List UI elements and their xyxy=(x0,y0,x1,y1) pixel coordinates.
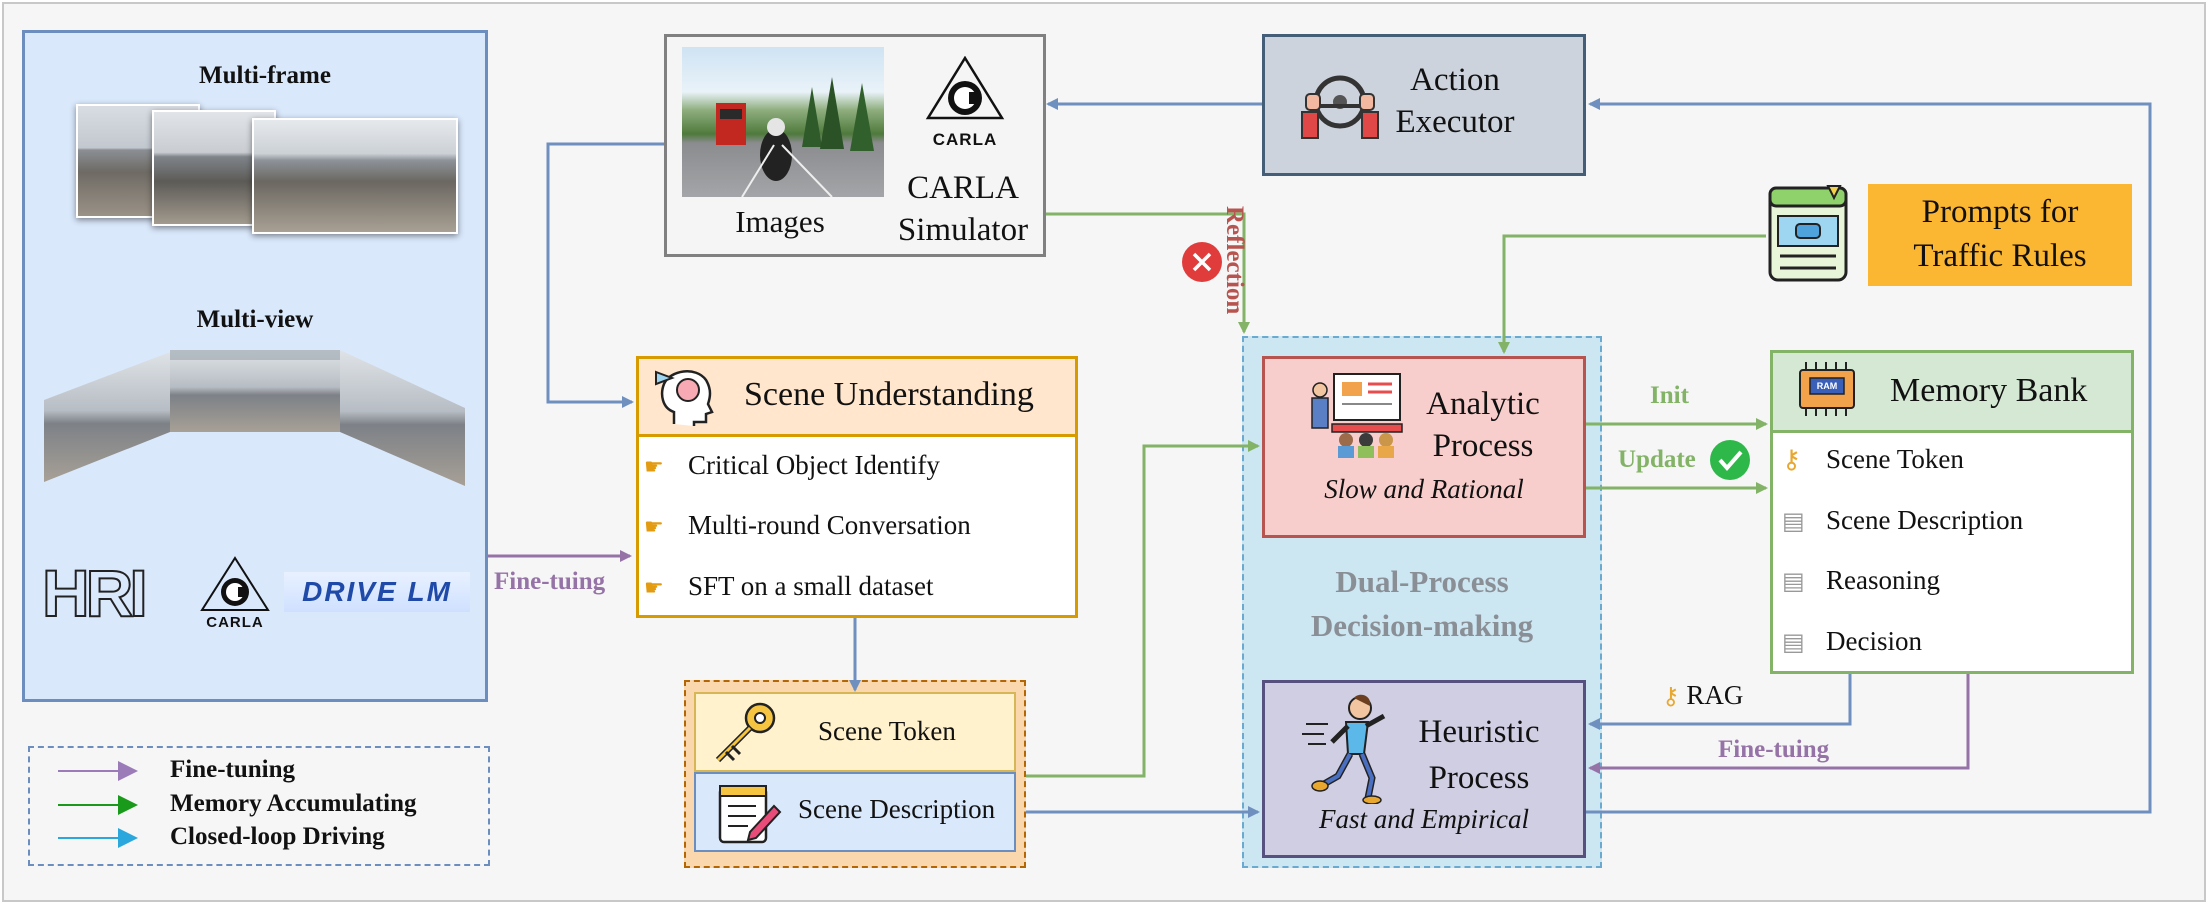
scene-item-label: Critical Object Identify xyxy=(688,450,940,480)
simulator-name-line1: CARLA xyxy=(907,170,1019,206)
key-icon: ⚷ xyxy=(1782,445,1802,475)
update-label: Update xyxy=(1618,446,1696,473)
multiview-label: Multi-view xyxy=(196,306,314,333)
multiframe-label: Multi-frame xyxy=(199,62,331,89)
reflection-label: Reflection xyxy=(1221,206,1248,315)
memory-item-decision: ▤ Decision xyxy=(1782,626,1922,657)
heuristic-subtitle: Fast and Empirical xyxy=(1319,804,1529,834)
svg-text:HRI: HRI xyxy=(42,560,144,624)
action-executor-line1: Action xyxy=(1410,62,1500,98)
scene-token-label: Scene Token xyxy=(818,716,956,746)
carla-logo-text: CARLA xyxy=(932,130,998,149)
key-icon: ⚷ xyxy=(1662,682,1680,710)
carla-logo-text-small: CARLA xyxy=(206,614,264,631)
simulator-images-label: Images xyxy=(735,204,825,239)
memory-bank-title: Memory Bank xyxy=(1890,372,2088,409)
legend-label-finetuning: Fine-tuning xyxy=(170,756,296,783)
simulator-image xyxy=(682,47,884,197)
heuristic-line2: Process xyxy=(1428,760,1530,796)
drivelm-logo: DRIVE LM xyxy=(284,572,470,612)
heuristic-process-box xyxy=(1262,680,1586,858)
carla-logo xyxy=(924,55,1006,134)
rag-label: RAG xyxy=(1686,680,1744,710)
scene-understanding-title: Scene Understanding xyxy=(744,376,1034,413)
simulator-name-line2: Simulator xyxy=(897,212,1029,248)
memory-item-label: Reasoning xyxy=(1826,565,1940,595)
dual-process-title-line2: Decision-making xyxy=(1310,608,1534,643)
action-executor-line2: Executor xyxy=(1395,104,1515,140)
analytic-line1: Analytic xyxy=(1426,386,1540,422)
memory-item-label: Scene Token xyxy=(1826,444,1964,474)
ram-chip-icon: RAM xyxy=(1794,360,1860,420)
prompts-line2: Traffic Rules xyxy=(1913,238,2087,274)
pointing-hand-icon: ☛ xyxy=(644,455,664,480)
hri-logo: HRI xyxy=(40,555,180,631)
memory-item-label: Scene Description xyxy=(1826,505,2024,535)
head-brain-icon xyxy=(654,364,720,430)
scene-description-label: Scene Description xyxy=(798,794,996,824)
steering-wheel-icon xyxy=(1300,72,1380,140)
memory-item-scene-token: ⚷ Scene Token xyxy=(1782,444,1964,475)
note-icon: ▤ xyxy=(1782,628,1805,656)
note-icon: ▤ xyxy=(1782,567,1805,595)
meeting-icon xyxy=(1308,370,1404,460)
pointing-hand-icon: ☛ xyxy=(644,515,664,540)
memory-item-scene-description: ▤ Scene Description xyxy=(1782,505,2023,536)
pointing-hand-icon: ☛ xyxy=(644,576,664,601)
analytic-subtitle: Slow and Rational xyxy=(1324,474,1524,504)
multiframe-image-3 xyxy=(252,118,458,234)
scene-item-2: ☛ Multi-round Conversation xyxy=(644,510,971,541)
prompts-line1: Prompts for xyxy=(1921,194,2079,230)
traffic-sign-icon xyxy=(1766,184,1850,284)
memory-item-reasoning: ▤ Reasoning xyxy=(1782,565,1940,596)
runner-icon xyxy=(1302,694,1398,805)
scene-item-label: Multi-round Conversation xyxy=(688,510,971,540)
carla-logo-small xyxy=(198,556,272,636)
dual-process-title-line1: Dual-Process xyxy=(1335,564,1509,599)
legend-label-memory: Memory Accumulating xyxy=(170,790,417,817)
note-icon: ▤ xyxy=(1782,507,1805,535)
memory-item-label: Decision xyxy=(1826,626,1922,656)
init-label: Init xyxy=(1650,382,1689,409)
finetune-right-label: Fine-tuing xyxy=(1718,736,1830,763)
analytic-line2: Process xyxy=(1432,428,1534,464)
scene-understanding-header xyxy=(639,359,1075,437)
legend-label-closedloop: Closed-loop Driving xyxy=(170,823,385,850)
rag-label-row: ⚷ RAG xyxy=(1662,680,1743,711)
notepad-pencil-icon xyxy=(716,780,782,846)
ram-chip-label: RAM xyxy=(1816,381,1838,391)
heuristic-line1: Heuristic xyxy=(1418,714,1540,750)
scene-item-label: SFT on a small dataset xyxy=(688,571,934,601)
legend-box xyxy=(28,746,490,866)
scene-item-3: ☛ SFT on a small dataset xyxy=(644,571,933,602)
scene-item-1: ☛ Critical Object Identify xyxy=(644,450,940,481)
finetune-left-label: Fine-tuing xyxy=(494,568,606,595)
key-icon xyxy=(710,700,780,766)
